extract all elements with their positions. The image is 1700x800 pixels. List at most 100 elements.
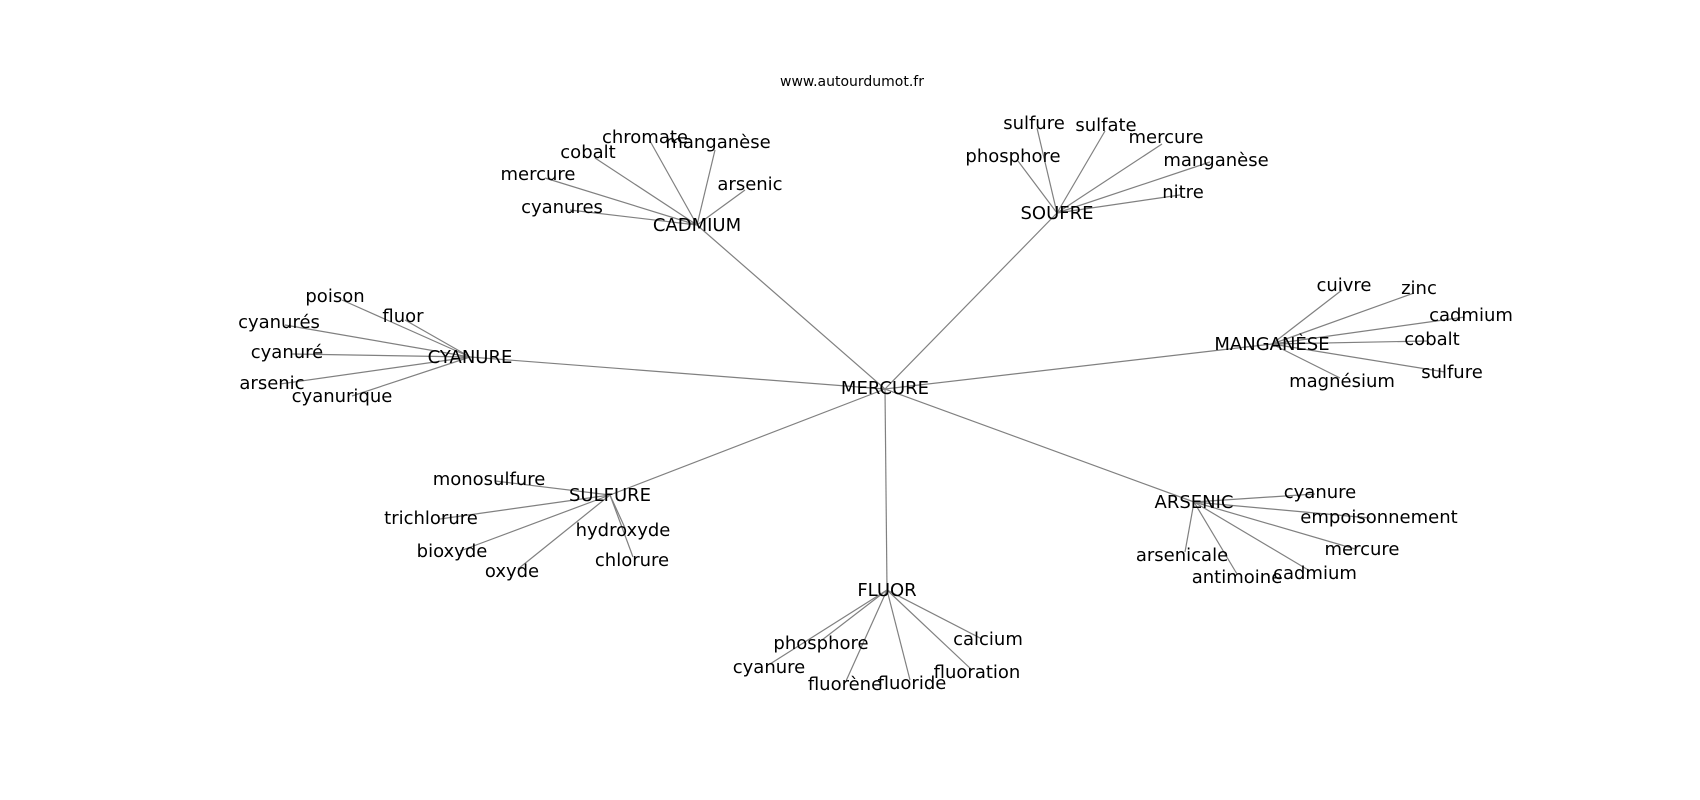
leaf-node: antimoine (1192, 567, 1283, 588)
edge-hub-leaf (609, 494, 634, 558)
leaf-node: cyanure (733, 657, 805, 678)
leaf-node: magnésium (1289, 371, 1395, 392)
leaf-node: hydroxyde (576, 520, 671, 541)
edge-hub-leaf (517, 494, 611, 570)
edge-hub-leaf (404, 319, 471, 358)
leaf-node: mercure (501, 164, 576, 185)
edge-hub-leaf (1036, 127, 1058, 214)
edge-hub-leaf (1056, 143, 1163, 214)
leaf-node: oxyde (485, 561, 539, 582)
leaf-node: cyanures (521, 197, 603, 218)
leaf-node: mercure (1325, 539, 1400, 560)
leaf-node: arsenicale (1136, 545, 1228, 566)
edge-hub-leaf (439, 494, 611, 520)
leaf-node: cadmium (1429, 305, 1513, 326)
edge-hub-leaf (284, 324, 471, 358)
edge-hub-leaf (351, 356, 471, 397)
source-label: www.autourdumot.fr (780, 74, 924, 90)
hub-node: SOUFRE (1020, 203, 1093, 224)
edge-center-hub (884, 388, 1195, 503)
leaf-node: chromate (602, 127, 688, 148)
edge-hub-leaf (1193, 501, 1311, 572)
leaf-node: sulfure (1421, 362, 1483, 383)
edge-hub-leaf (696, 149, 716, 226)
leaf-node: fluor (382, 306, 424, 327)
edge-hub-leaf (459, 494, 611, 552)
edge-center-hub (884, 388, 888, 591)
leaf-node: cyanuré (251, 342, 323, 363)
edge-hub-leaf (1193, 493, 1316, 503)
leaf-node: bioxyde (417, 541, 488, 562)
edge-hub-leaf (1056, 161, 1211, 214)
leaf-node: trichlorure (384, 508, 478, 529)
edge-hub-leaf (1017, 160, 1058, 214)
edge-hub-leaf (1193, 501, 1238, 575)
edge-hub-leaf (341, 299, 471, 358)
edge-center-hub (884, 343, 1273, 390)
hub-node: ARSENIC (1155, 492, 1234, 513)
leaf-node: cyanurés (238, 312, 320, 333)
edge-hub-leaf (886, 589, 973, 671)
edge-hub-leaf (1271, 289, 1343, 345)
hub-node: CADMIUM (653, 215, 741, 236)
edge-hub-leaf (1056, 194, 1181, 214)
edge-hub-leaf (886, 589, 911, 681)
edge-hub-leaf (569, 209, 698, 226)
leaf-node: cadmium (1273, 563, 1357, 584)
leaf-node: phosphore (965, 146, 1060, 167)
hub-node: SULFURE (569, 485, 651, 506)
leaf-node: manganèse (1163, 150, 1268, 171)
edge-hub-leaf (649, 140, 698, 226)
leaf-node: zinc (1401, 278, 1437, 299)
edge-hub-leaf (845, 589, 888, 682)
leaf-node: chlorure (595, 550, 669, 571)
leaf-node: arsenic (717, 174, 782, 195)
edge-hub-leaf (1193, 501, 1356, 550)
leaf-node: sulfure (1003, 113, 1065, 134)
hub-node: MANGANÈSE (1214, 333, 1329, 355)
edge-hub-leaf (696, 189, 746, 226)
hub-node: CYANURE (428, 347, 513, 368)
leaf-node: manganèse (665, 132, 770, 153)
graph-edges (279, 127, 1466, 682)
edge-hub-leaf (279, 356, 471, 385)
leaf-node: poison (305, 286, 364, 307)
edge-center-hub (469, 356, 886, 390)
edge-hub-leaf (1271, 292, 1415, 345)
edge-hub-leaf (1184, 501, 1195, 553)
leaf-node: sulfate (1075, 115, 1136, 136)
edge-center-hub (609, 388, 886, 496)
edge-hub-leaf (821, 589, 888, 641)
leaf-node: fluorène (808, 674, 882, 695)
leaf-node: cuivre (1316, 275, 1371, 296)
edge-hub-leaf (1056, 130, 1106, 214)
leaf-node: nitre (1162, 182, 1204, 203)
edge-hub-leaf (544, 177, 698, 226)
leaf-node: cyanure (1284, 482, 1356, 503)
leaf-node: mercure (1129, 127, 1204, 148)
hub-node: FLUOR (857, 580, 916, 601)
leaf-node: cobalt (560, 142, 615, 163)
edge-hub-leaf (886, 589, 983, 640)
edge-hub-leaf (1271, 316, 1466, 345)
leaf-node: empoisonnement (1300, 507, 1457, 528)
edge-hub-leaf (1271, 343, 1341, 379)
edge-hub-leaf (594, 157, 698, 226)
edge-hub-leaf (769, 589, 888, 665)
leaf-node: calcium (953, 629, 1023, 650)
leaf-node: cobalt (1404, 329, 1459, 350)
leaf-node: cyanurique (292, 386, 393, 407)
edge-hub-leaf (1193, 501, 1371, 519)
edge-hub-leaf (1271, 343, 1446, 373)
edge-center-hub (696, 224, 886, 390)
leaf-node: arsenic (239, 373, 304, 394)
edge-hub-leaf (291, 353, 471, 358)
leaf-node: monosulfure (433, 469, 546, 490)
leaf-node: fluoride (878, 673, 947, 694)
edge-hub-leaf (1271, 340, 1429, 345)
graph-labels: www.autourdumot.fr MERCURE CADMIUM chromat… (238, 74, 1513, 695)
edge-center-hub (884, 212, 1058, 390)
edge-hub-leaf (494, 480, 611, 496)
center-node: MERCURE (841, 378, 929, 399)
